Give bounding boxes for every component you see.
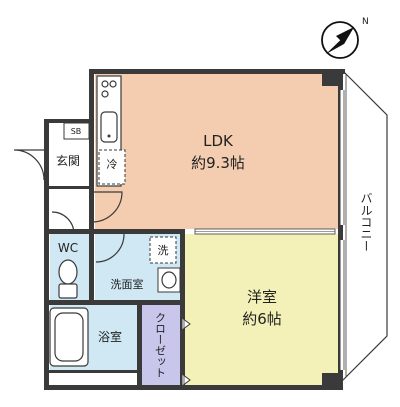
walls <box>44 69 345 390</box>
door-swing-icon <box>91 191 123 223</box>
balcony <box>341 68 388 383</box>
entrance-label: 玄関 <box>56 153 80 168</box>
closet <box>141 305 180 386</box>
bath-label: 浴室 <box>98 329 122 344</box>
bath: 浴室 <box>49 307 122 367</box>
washroom-group: 洗 洗面室 <box>95 233 181 293</box>
door-swing-icon <box>13 149 45 181</box>
washer-label: 洗 <box>158 244 169 257</box>
entrance: SB 玄関 <box>13 122 90 181</box>
kitchen-counter: 冷 <box>96 75 126 187</box>
shoe-box <box>63 122 90 140</box>
door-swing-icon <box>51 211 75 235</box>
toilet-icon <box>58 259 78 299</box>
washroom-label: 洗面室 <box>111 277 144 291</box>
closet-label: クローゼット <box>154 312 167 378</box>
sink-icon <box>100 111 118 143</box>
door-swing-icon <box>95 233 125 263</box>
ldk-name: LDK <box>203 132 234 150</box>
wc-label: WC <box>58 241 78 255</box>
bedroom-size: 約6帖 <box>242 310 282 328</box>
compass-icon: N <box>321 17 369 59</box>
fridge-space <box>98 149 126 185</box>
ldk-room <box>95 74 342 229</box>
balcony-label: バルコニー <box>359 192 373 252</box>
bedroom-name: 洋室 <box>247 288 277 306</box>
stove-icon <box>101 80 117 98</box>
ldk-size: 約9.3帖 <box>191 154 245 172</box>
shoe-box-label: SB <box>71 127 82 136</box>
sliding-door <box>194 228 336 235</box>
closet-group: クローゼット <box>154 310 191 387</box>
fridge-label: 冷 <box>107 158 118 171</box>
washer-space <box>149 236 177 264</box>
basin-icon <box>157 267 181 293</box>
wc: WC <box>51 211 78 299</box>
bathtub-icon <box>49 307 89 367</box>
compass-label: N <box>362 17 369 27</box>
bedroom-room <box>184 234 342 385</box>
balcony-windows <box>339 90 345 370</box>
